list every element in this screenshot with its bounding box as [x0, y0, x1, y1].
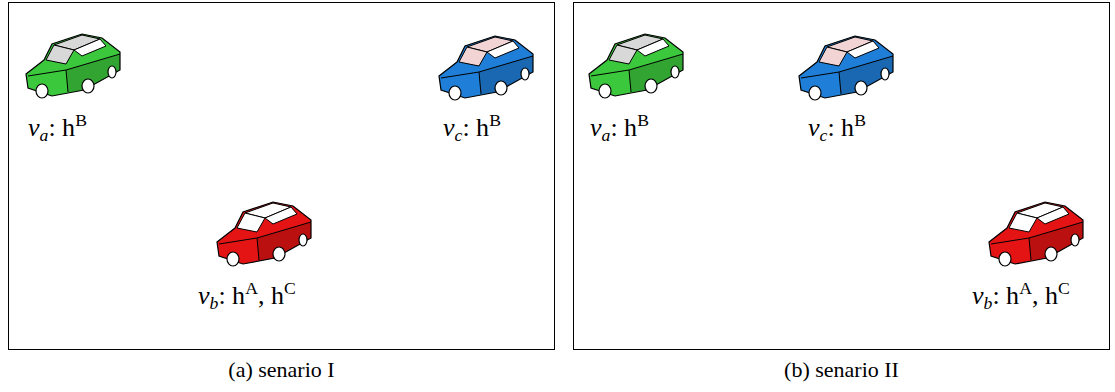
scenario-caption: (b) senario II: [574, 357, 1109, 383]
blue-car: [799, 36, 893, 100]
vehicle-label-text: : h: [827, 113, 854, 142]
red-car: [989, 202, 1083, 266]
message-superscript: B: [637, 110, 649, 130]
vehicle-label: vb: hA, hC: [972, 278, 1070, 314]
message-superscript: A: [245, 278, 258, 298]
green-car: [589, 34, 683, 98]
green-car: [26, 34, 120, 98]
vehicle-label-text: , h: [258, 281, 284, 310]
message-superscript: C: [1058, 278, 1070, 298]
message-superscript: B: [75, 110, 87, 130]
message-superscript: B: [489, 110, 501, 130]
blue-car: [439, 36, 533, 100]
vehicle-subscript: b: [210, 293, 219, 313]
vehicle-subscript: a: [602, 125, 611, 145]
message-superscript: B: [854, 110, 866, 130]
vehicle-subscript: a: [40, 125, 49, 145]
vehicle-label-text: : h: [610, 113, 637, 142]
vehicle-label-text: v: [443, 113, 455, 142]
vehicle-label: va: hB: [590, 110, 649, 146]
vehicle-label-text: v: [590, 113, 602, 142]
vehicle-label-text: : h: [462, 113, 489, 142]
vehicle-label: va: hB: [28, 110, 87, 146]
message-superscript: A: [1019, 278, 1032, 298]
vehicle-label: vc: hB: [443, 110, 501, 146]
vehicle-label-text: v: [28, 113, 40, 142]
vehicle-label-text: v: [808, 113, 820, 142]
scenario-caption: (a) senario I: [9, 357, 554, 383]
red-car: [217, 202, 311, 266]
vehicle-label-text: : h: [218, 281, 245, 310]
message-superscript: C: [284, 278, 296, 298]
vehicle-subscript: b: [984, 293, 993, 313]
vehicle-subscript: c: [820, 125, 828, 145]
vehicle-label-text: : h: [48, 113, 75, 142]
vehicle-label: vb: hA, hC: [198, 278, 296, 314]
vehicle-subscript: c: [455, 125, 463, 145]
vehicle-label-text: v: [198, 281, 210, 310]
vehicle-label-text: : h: [992, 281, 1019, 310]
vehicle-label: vc: hB: [808, 110, 866, 146]
vehicle-label-text: , h: [1032, 281, 1058, 310]
vehicle-label-text: v: [972, 281, 984, 310]
